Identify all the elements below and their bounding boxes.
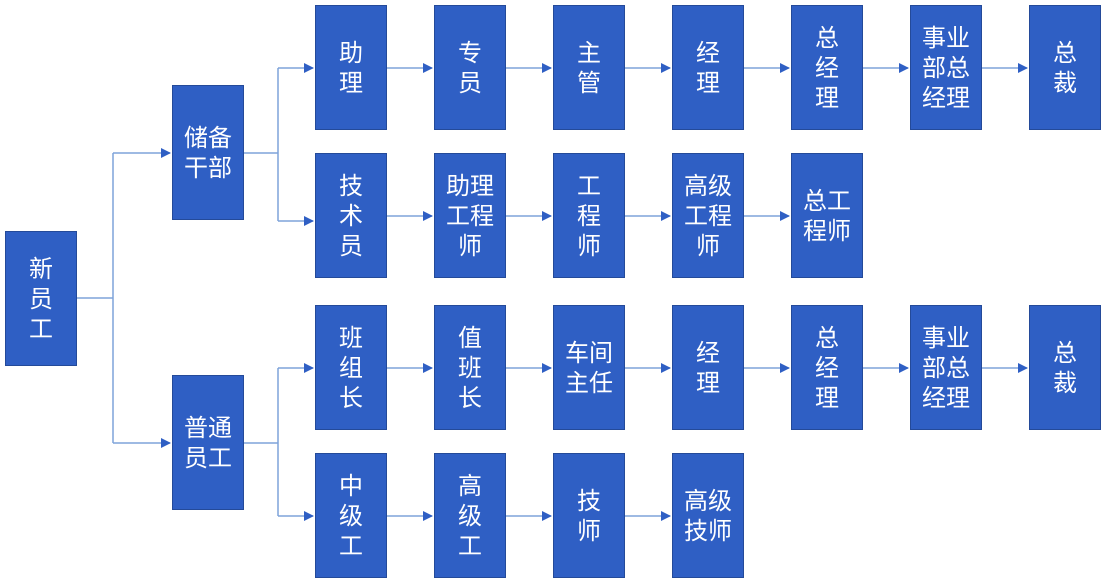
branch-node-reserve-cadre: 储备 干部 <box>172 85 244 220</box>
node-senior-worker: 高 级 工 <box>434 453 506 578</box>
node-assistant-engineer: 助理 工程 师 <box>434 153 506 278</box>
node-technician-master: 技 师 <box>553 453 625 578</box>
node-technician: 技 术 员 <box>315 153 387 278</box>
node-general-manager: 总 经 理 <box>791 5 863 130</box>
node-supervisor: 主 管 <box>553 5 625 130</box>
node-general-manager: 总 经 理 <box>791 305 863 430</box>
node-division-gm: 事业 部总 经理 <box>910 305 982 430</box>
root-label: 新 员 工 <box>29 254 53 343</box>
node-manager: 经 理 <box>672 5 744 130</box>
node-division-gm: 事业 部总 经理 <box>910 5 982 130</box>
node-team-leader: 班 组 长 <box>315 305 387 430</box>
node-chief-engineer: 总工 程师 <box>791 153 863 278</box>
root-node: 新 员 工 <box>5 231 77 366</box>
node-shift-leader: 值 班 长 <box>434 305 506 430</box>
node-specialist: 专 员 <box>434 5 506 130</box>
node-engineer: 工 程 师 <box>553 153 625 278</box>
node-president: 总 裁 <box>1029 5 1101 130</box>
node-workshop-director: 车间 主任 <box>553 305 625 430</box>
node-manager: 经 理 <box>672 305 744 430</box>
node-senior-engineer: 高级 工程 师 <box>672 153 744 278</box>
node-assistant: 助 理 <box>315 5 387 130</box>
branch-label: 储备 干部 <box>184 123 232 182</box>
node-senior-technician-master: 高级 技师 <box>672 453 744 578</box>
branch-node-regular-staff: 普通 员工 <box>172 375 244 510</box>
node-president: 总 裁 <box>1029 305 1101 430</box>
node-intermediate-worker: 中 级 工 <box>315 453 387 578</box>
branch-label: 普通 员工 <box>184 413 232 472</box>
